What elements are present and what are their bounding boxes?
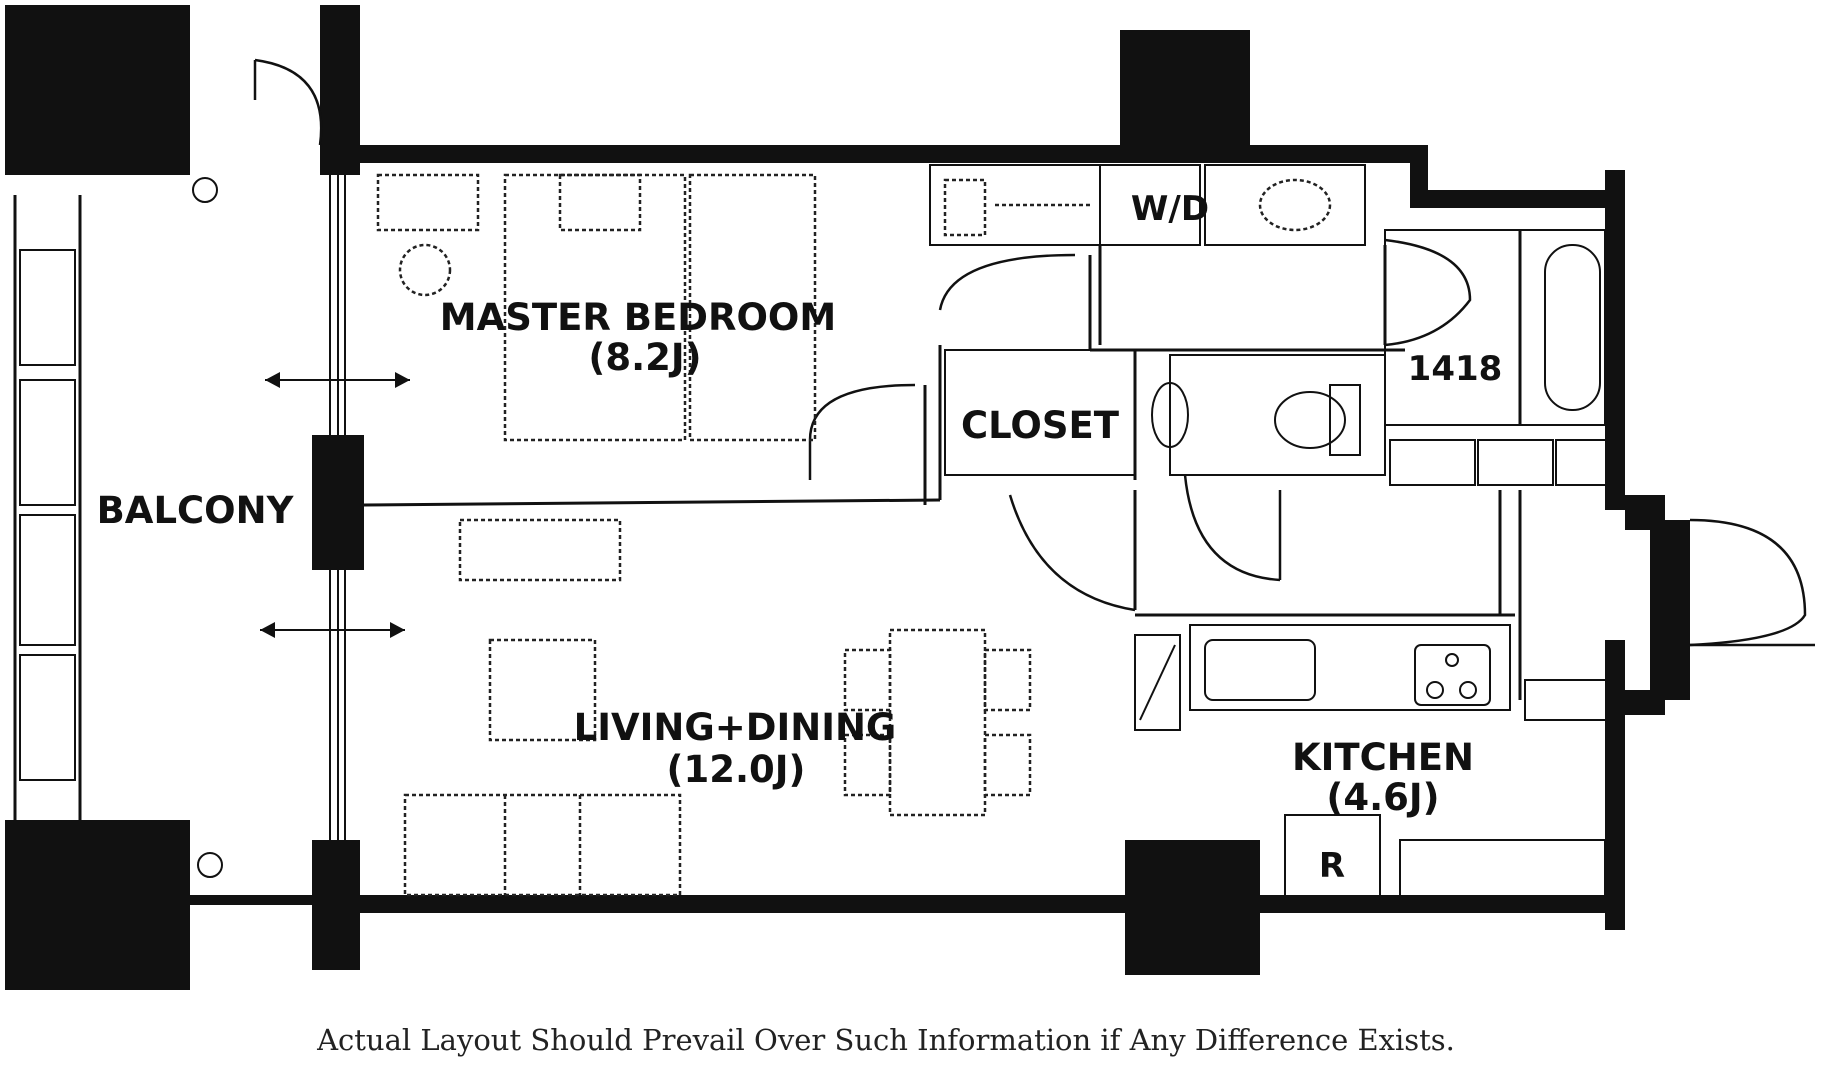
label-kitchen-size: (4.6J) bbox=[1326, 776, 1439, 819]
label-bath: 1418 bbox=[1408, 349, 1503, 389]
label-refrigerator: R bbox=[1319, 846, 1345, 886]
label-kitchen: KITCHEN bbox=[1292, 736, 1474, 779]
disclaimer-caption: Actual Layout Should Prevail Over Such I… bbox=[316, 1023, 1455, 1057]
kitchen-fixtures bbox=[1134, 624, 1606, 901]
furniture bbox=[376, 173, 1332, 897]
label-master-bedroom-size: (8.2J) bbox=[588, 336, 701, 379]
label-living-dining: LIVING+DINING bbox=[574, 706, 897, 749]
refrigerator-box bbox=[1284, 814, 1381, 901]
entry-door bbox=[1625, 495, 1815, 715]
column-top-right bbox=[1120, 30, 1250, 155]
column-top-left bbox=[5, 5, 190, 175]
label-balcony: BALCONY bbox=[97, 489, 295, 532]
balcony-area bbox=[13, 58, 410, 878]
label-closet: CLOSET bbox=[961, 404, 1120, 447]
door-swings bbox=[808, 238, 1472, 612]
label-master-bedroom: MASTER BEDROOM bbox=[440, 296, 836, 339]
label-washer-dryer: W/D bbox=[1131, 189, 1209, 229]
label-living-dining-size: (12.0J) bbox=[667, 748, 806, 791]
room-labels: BALCONY MASTER BEDROOM (8.2J) LIVING+DIN… bbox=[97, 189, 1503, 886]
interior-walls bbox=[363, 164, 1622, 721]
